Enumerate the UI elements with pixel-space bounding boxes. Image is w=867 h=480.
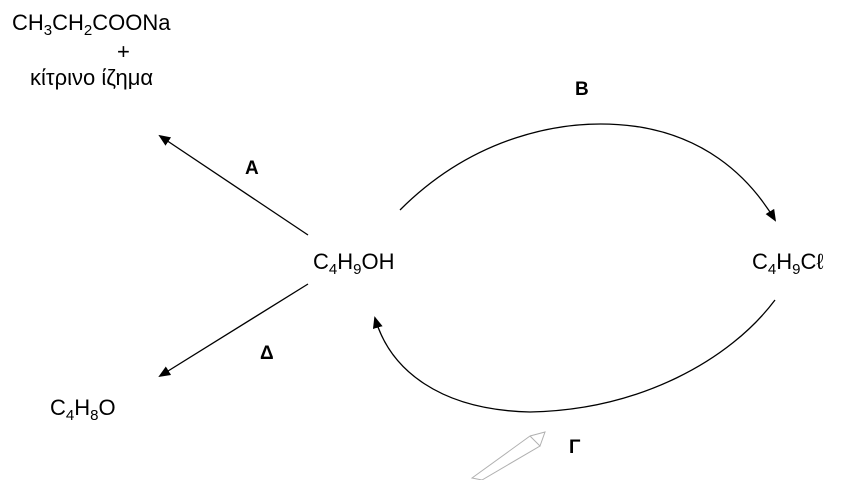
alcohol-formula-subscript: 9	[353, 261, 362, 278]
carbonyl-formula-subscript: 8	[90, 407, 99, 424]
carbonyl-formula-subscript: 4	[65, 407, 75, 424]
chloride-formula-subscript: 4	[767, 261, 777, 278]
product-a-formula: CH3CH2COONa	[12, 10, 252, 39]
chloride-formula-text: H	[776, 249, 793, 274]
product-a-formula-subscript: 2	[83, 22, 93, 39]
label-g: Γ	[569, 437, 581, 458]
product-a: CH3CH2COONa + κίτρινο ίζημα	[12, 10, 252, 91]
product-a-formula-text: CH	[52, 10, 84, 35]
arrow-g	[372, 299, 776, 413]
product-a-plus: +	[117, 39, 130, 64]
product-a-formula-text: CH	[12, 10, 44, 35]
alcohol-formula-text: H	[337, 249, 354, 274]
chloride-formula-subscript: 9	[792, 261, 801, 278]
carbonyl-formula-text: H	[74, 395, 91, 420]
arrow-a	[158, 134, 309, 236]
alcohol-formula-text: OH	[361, 249, 395, 274]
watermark-pencil-icon	[470, 431, 546, 480]
arrow-b	[399, 123, 777, 222]
alcohol-node: C4H9OH	[313, 249, 394, 278]
alcohol-formula-text: C	[313, 249, 329, 274]
chloride-node: C4H9Cℓ	[752, 249, 823, 278]
arrow-d	[158, 283, 309, 378]
chloride-formula-text: C	[752, 249, 768, 274]
carbonyl-node: C4H8O	[50, 395, 116, 424]
carbonyl-formula-text: C	[50, 395, 66, 420]
label-b: Β	[575, 79, 589, 100]
product-a-formula-subscript: 3	[43, 22, 53, 39]
label-a: Α	[245, 158, 259, 179]
alcohol-formula-subscript: 4	[328, 261, 338, 278]
chloride-formula-text: Cℓ	[800, 249, 824, 274]
carbonyl-formula-text: O	[98, 395, 116, 420]
product-a-formula-text: COONa	[92, 10, 171, 35]
label-d: Δ	[260, 343, 274, 364]
product-a-precipitate: κίτρινο ίζημα	[30, 65, 154, 90]
